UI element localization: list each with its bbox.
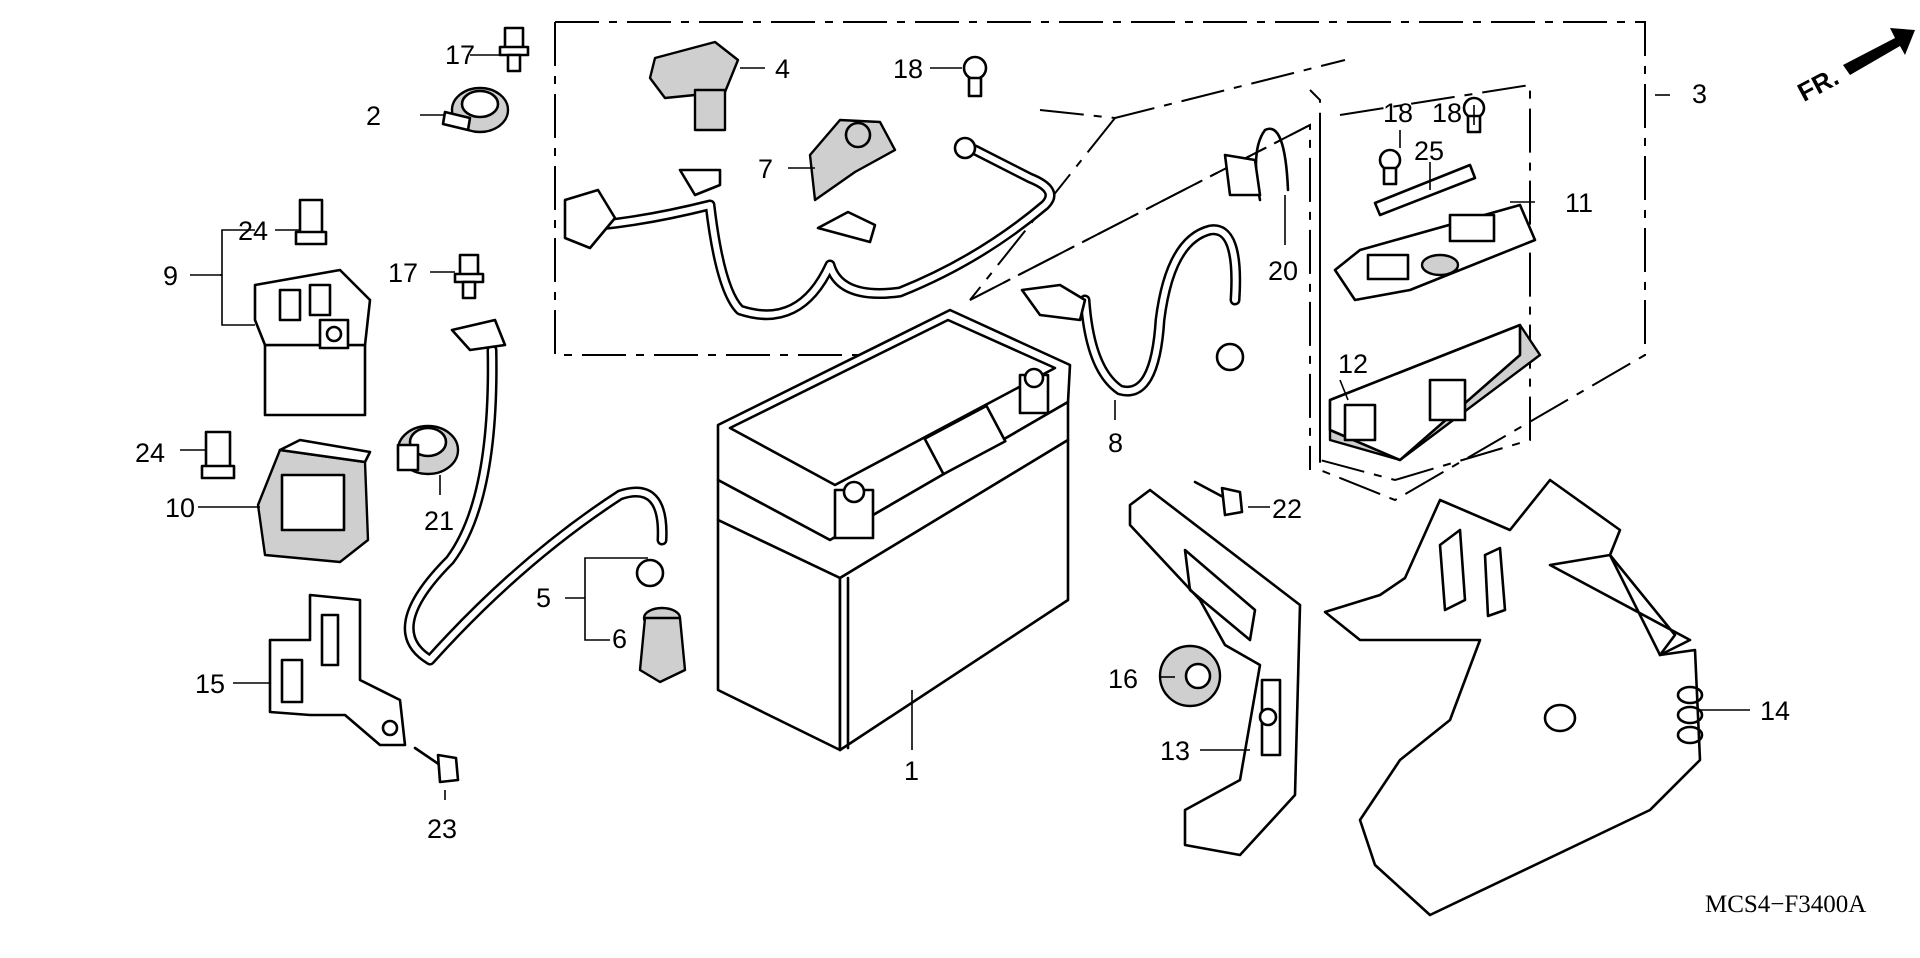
- leader-lines: [180, 54, 1750, 800]
- callout-17-upper: 17: [445, 40, 475, 70]
- callout-18-fuse-right: 18: [1432, 98, 1462, 128]
- front-label: FR.: [1793, 61, 1844, 107]
- callout-15: 15: [195, 669, 225, 699]
- diagram-code: MCS4−F3400A: [1705, 891, 1866, 918]
- callout-13: 13: [1160, 736, 1190, 766]
- bolt-17-upper: [498, 26, 530, 73]
- callout-7: 7: [758, 154, 773, 184]
- strap-20: [1223, 127, 1290, 202]
- terminal-boot-6: [638, 606, 687, 684]
- callout-18-top: 18: [893, 54, 923, 84]
- callout-8: 8: [1108, 428, 1123, 458]
- front-arrow-icon: [1843, 28, 1915, 75]
- callout-9: 9: [163, 261, 178, 291]
- callout-5: 5: [536, 583, 551, 613]
- fuse-24-upper: [294, 198, 328, 246]
- starter-relay: [253, 268, 372, 417]
- callout-21: 21: [424, 506, 454, 536]
- callout-16: 16: [1108, 664, 1138, 694]
- callout-24-upper: 24: [238, 216, 268, 246]
- clamp-21: [396, 424, 460, 476]
- callout-12: 12: [1338, 349, 1368, 379]
- grommet-16: [1158, 644, 1222, 708]
- fuse-box-cover-12: [1328, 323, 1542, 462]
- front-direction-indicator: FR.: [1793, 28, 1915, 108]
- callout-22: 22: [1272, 494, 1302, 524]
- callout-labels: 1 2 3 4 5 6 7 8 9 10 11 12 13 14 15 16 1…: [135, 40, 1790, 844]
- bolt-22: [1193, 480, 1244, 517]
- callout-6: 6: [612, 624, 627, 654]
- clamp-2: [441, 86, 510, 134]
- cable-8: [1020, 224, 1245, 397]
- relay-cover: [256, 438, 372, 564]
- callout-23: 23: [427, 814, 457, 844]
- cable-5: [403, 318, 668, 666]
- fuse-box-11: [1333, 203, 1537, 302]
- callout-3: 3: [1692, 79, 1707, 109]
- callout-4: 4: [775, 54, 790, 84]
- bolt-23: [413, 746, 460, 784]
- callout-25: 25: [1414, 136, 1444, 166]
- bolt-17-lower: [453, 253, 485, 300]
- callout-17-lower: 17: [388, 258, 418, 288]
- terminal-cover-7: [808, 118, 897, 202]
- fuse-24-lower: [200, 430, 236, 480]
- relay-bracket: [268, 593, 407, 747]
- callout-11: 11: [1565, 188, 1593, 218]
- callout-1: 1: [904, 756, 919, 786]
- bolt-18-top: [962, 55, 988, 98]
- callout-14: 14: [1760, 696, 1790, 726]
- assembly-outline-fuse-box: [1319, 83, 1531, 482]
- cable-group-3: [563, 136, 1056, 321]
- callout-18-fuse-left: 18: [1383, 98, 1413, 128]
- terminal-cap-4: [648, 40, 740, 132]
- battery-box-14: [1323, 478, 1704, 917]
- battery-holder-13: [1128, 488, 1302, 857]
- callout-10: 10: [165, 493, 195, 523]
- callout-20: 20: [1268, 256, 1298, 286]
- fuse-link-25: [1373, 163, 1477, 217]
- battery: [716, 308, 1072, 752]
- callout-24-lower: 24: [135, 438, 165, 468]
- bolt-18-fuse-left: [1378, 148, 1402, 186]
- callout-2: 2: [366, 101, 381, 131]
